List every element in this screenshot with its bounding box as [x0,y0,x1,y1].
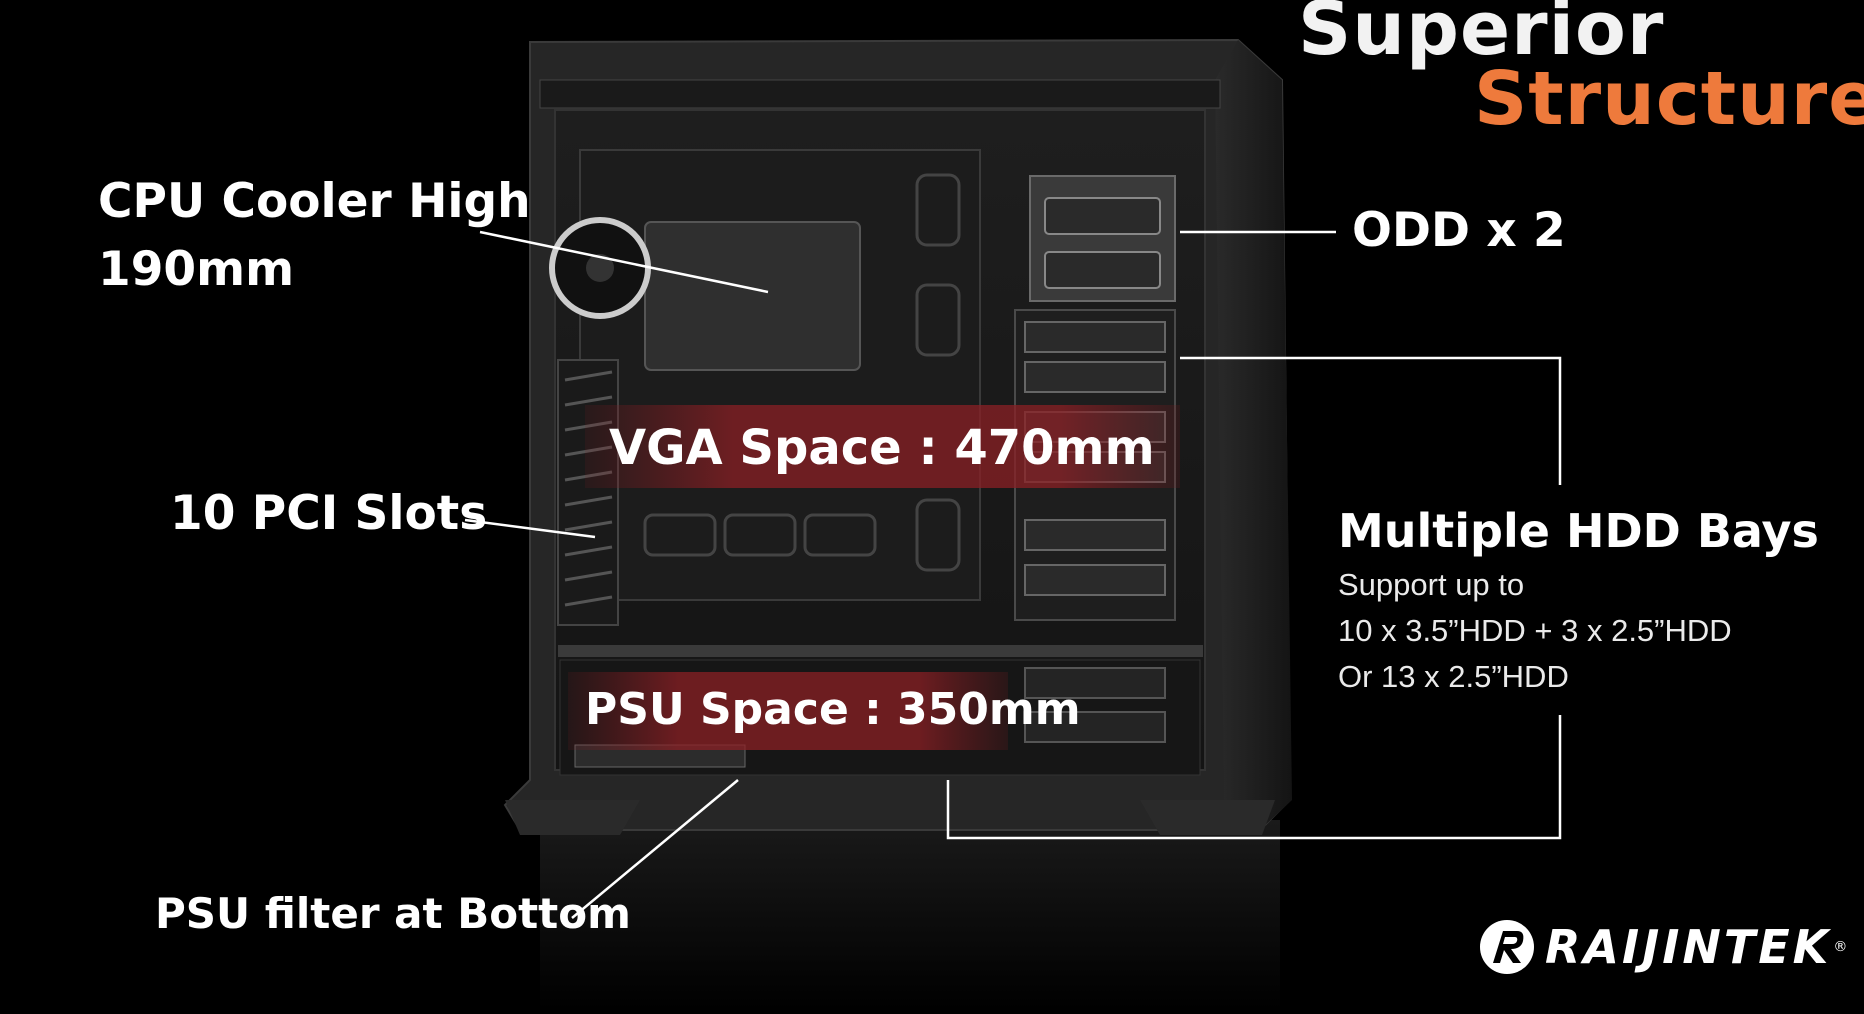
grommet [643,513,717,557]
pci-slots-callout: 10 PCI Slots [170,486,488,541]
grommet [915,173,961,247]
vga-space-band [585,405,1180,488]
psu-shroud [558,645,1203,657]
brand-name: RAIJINTEK [1545,920,1832,974]
title-line-1: Superior [1298,0,1665,72]
odd-bay-slot [1044,197,1161,235]
hdd-leader-top [1180,356,1562,485]
odd-bay-slot [1044,251,1161,289]
cpu-cutout [644,221,861,371]
front-panel [1215,40,1292,830]
hdd-support-line: Support up to [1338,567,1525,602]
grommet [915,283,961,357]
psu-filter-leader [571,779,739,919]
psu-space-band [568,672,1008,750]
pci-leader [464,518,596,539]
cpu-cooler-height: 190mm [98,242,295,297]
cpu-cooler-callout: CPU Cooler High 190mm [98,168,531,304]
cpu-cooler-leader [479,230,769,294]
psu-filter-callout: PSU filter at Bottom [155,889,631,938]
registered-mark: ® [1833,939,1848,955]
grommet [723,513,797,557]
odd-callout: ODD x 2 [1352,203,1566,258]
lower-hdd-trays [1024,667,1166,743]
vga-space-label: VGA Space : 470mm [609,420,1155,476]
hdd-leader-bottom [946,715,1562,840]
case-foot [505,800,640,835]
case-foot [1140,800,1275,835]
grommet [915,498,961,572]
callout-lines [464,230,1562,919]
raijintek-logo-icon [1480,920,1534,974]
brand-logo: RAIJINTEK ® [1477,917,1847,977]
cpu-cooler-label: CPU Cooler High [98,174,531,229]
psu-space-label: PSU Space : 350mm [585,684,1081,735]
hdd-alt-capacity-line: Or 13 x 2.5”HDD [1338,659,1569,694]
hdd-bays-details: Support up to 10 x 3.5”HDD + 3 x 2.5”HDD… [1338,562,1732,700]
motherboard-tray [579,149,981,601]
hdd-capacity-line: 10 x 3.5”HDD + 3 x 2.5”HDD [1338,613,1732,648]
top-rail [539,79,1221,109]
floor-reflection [540,820,1280,1010]
title-line-2: Structure [1474,56,1864,142]
fan-hub [586,254,614,282]
grommet [803,513,877,557]
hdd-bays-title: Multiple HDD Bays [1338,504,1819,558]
